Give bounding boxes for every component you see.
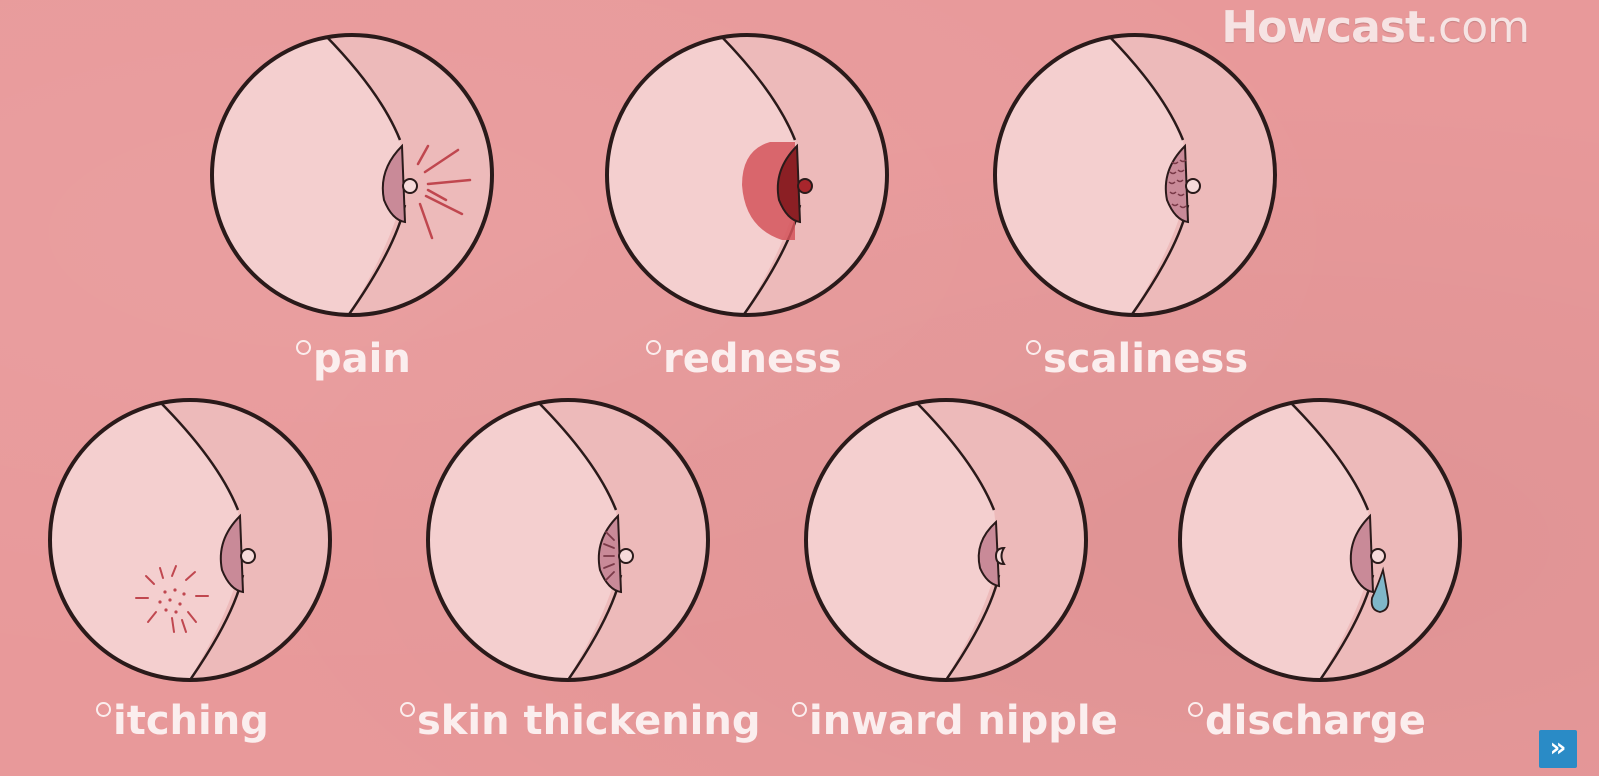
label-text: discharge (1205, 698, 1426, 744)
symptom-label-scaliness: scaliness (1026, 336, 1248, 382)
scaliness-icon (1168, 159, 1187, 209)
discharge-drop-icon (1370, 566, 1390, 613)
bullet-icon (1026, 340, 1041, 355)
howcast-logo: Howcast.com (1221, 2, 1530, 53)
bullet-icon (1188, 702, 1203, 717)
logo-main-text: Howcast (1221, 2, 1426, 53)
label-text: pain (313, 336, 411, 382)
label-text: redness (663, 336, 842, 382)
discharge-illustration (1178, 398, 1462, 682)
label-text: itching (113, 698, 269, 744)
next-chevrons-icon[interactable]: » (1539, 730, 1577, 768)
bullet-icon (646, 340, 661, 355)
bullet-icon (400, 702, 415, 717)
symptom-label-skin-thickening: skin thickening (400, 698, 761, 744)
bullet-icon (792, 702, 807, 717)
inward-nipple-illustration (804, 398, 1088, 682)
bullet-icon (296, 340, 311, 355)
redness-illustration (605, 33, 889, 317)
pain-illustration (210, 33, 494, 317)
itching-icon (135, 565, 209, 633)
symptom-label-redness: redness (646, 336, 842, 382)
inward-nipple-icon (994, 546, 1006, 566)
symptom-label-discharge: discharge (1188, 698, 1426, 744)
label-text: scaliness (1043, 336, 1249, 382)
itching-illustration (48, 398, 332, 682)
scaliness-illustration (993, 33, 1277, 317)
label-text: inward nipple (809, 698, 1118, 744)
pain-rays-icon (416, 144, 472, 240)
symptom-label-itching: itching (96, 698, 269, 744)
logo-suffix-text: .com (1425, 2, 1530, 53)
symptom-label-inward-nipple: inward nipple (792, 698, 1118, 744)
label-text: skin thickening (417, 698, 761, 744)
skin-thickening-icon (603, 531, 615, 581)
symptom-label-pain: pain (296, 336, 411, 382)
skin-thickening-illustration (426, 398, 710, 682)
bullet-icon (96, 702, 111, 717)
